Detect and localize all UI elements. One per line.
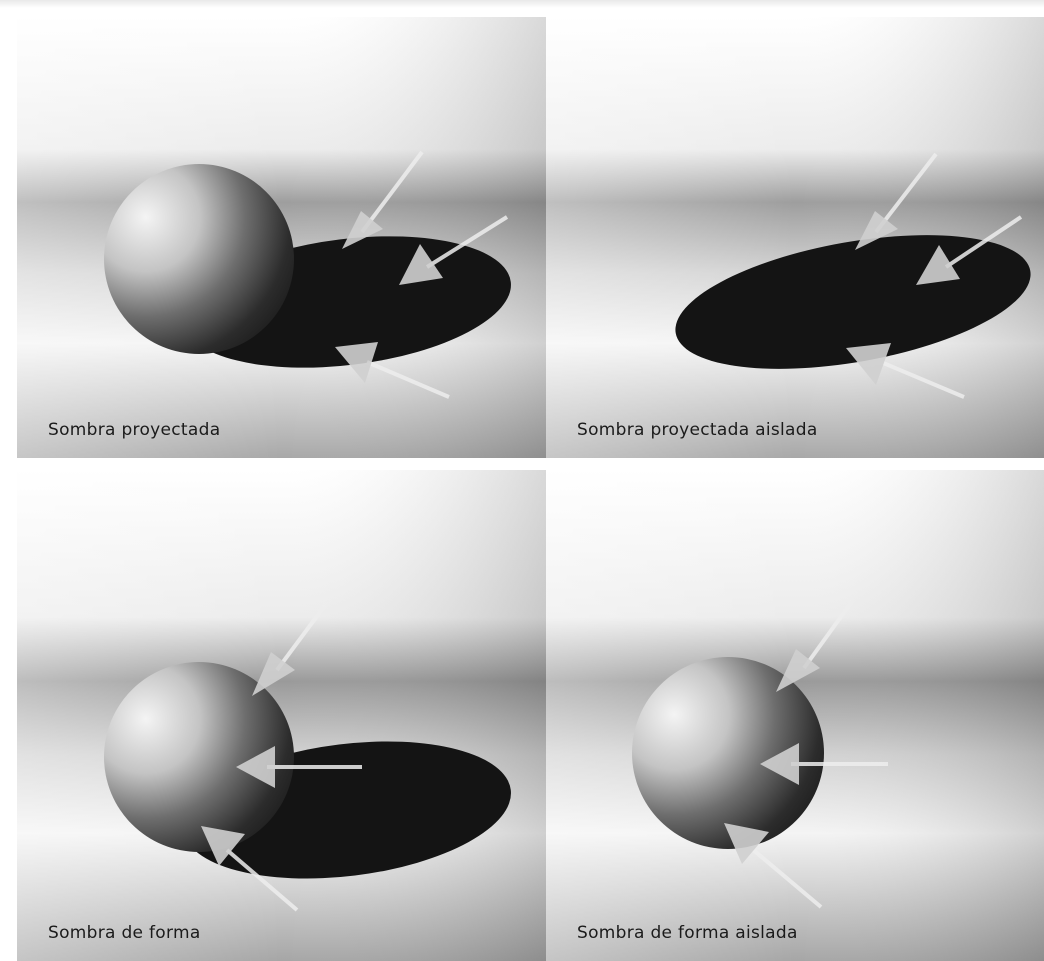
top-divider [0,0,1044,8]
panel-cast-shadow-isolated: Sombra proyectada aislada [546,17,1044,458]
panel-caption: Sombra proyectada [48,420,221,440]
sphere [104,164,294,354]
arrow-icon [855,152,938,250]
arrow-icon [201,826,299,912]
sphere [632,657,824,849]
scene-form-shadow-isolated [546,470,1044,961]
scene-form-shadow [17,470,546,961]
arrow-icon [335,342,450,399]
panel-caption: Sombra proyectada aislada [577,420,818,440]
sphere [104,662,294,852]
scene-cast-shadow [17,17,546,458]
arrow-icon [846,343,965,399]
panel-form-shadow: Sombra de forma [17,470,546,961]
arrow-icon [252,598,331,696]
arrow-icon [236,746,362,788]
panel-form-shadow-isolated: Sombra de forma aislada [546,470,1044,961]
arrow-icon [760,743,888,785]
arrow-icon [724,823,823,909]
panel-caption: Sombra de forma [48,923,201,943]
arrow-icon [776,598,855,692]
panel-cast-shadow: Sombra proyectada [17,17,546,458]
scene-cast-shadow-isolated [546,17,1044,458]
arrow-icon [916,215,1023,285]
arrow-icon [342,150,424,249]
arrow-icon [399,215,509,285]
panel-caption: Sombra de forma aislada [577,923,798,943]
